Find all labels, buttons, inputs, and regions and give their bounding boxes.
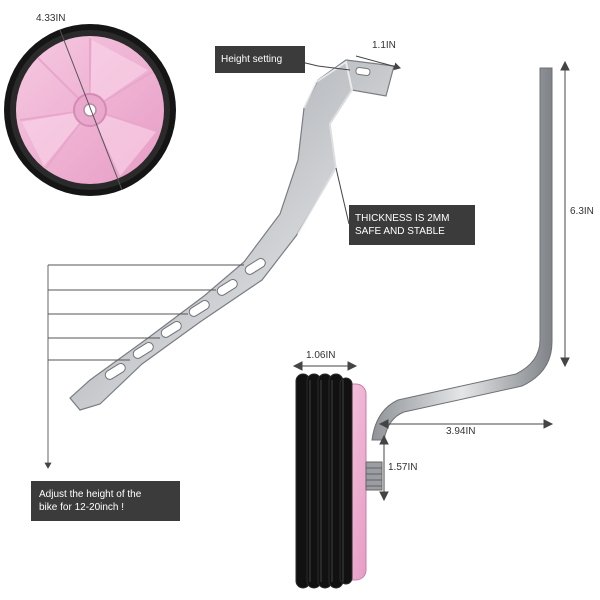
arm-length-dimension (378, 419, 554, 429)
thickness-line2: SAFE AND STABLE (355, 226, 445, 237)
pink-wheel-sideview (4, 24, 176, 196)
thickness-leader (335, 167, 350, 225)
wheel-width-dimension (292, 361, 358, 371)
height-setting-label: Height setting (215, 46, 305, 73)
rod-bracket (371, 67, 553, 441)
thickness-line1: THICKNESS IS 2MM (355, 213, 450, 224)
rod-height-dimension (560, 60, 570, 368)
black-wheel-frontview (295, 373, 383, 589)
adjust-line2: bike for 12-20inch ! (39, 502, 125, 513)
adjust-line1: Adjust the height of the (39, 489, 142, 500)
axle-length-label: 1.57IN (388, 462, 418, 473)
wheel-diameter-label: 4.33IN (36, 13, 66, 24)
axle-length-dimension (379, 434, 389, 502)
arm-length-label: 3.94IN (446, 426, 476, 437)
bracket-width-dimension (355, 55, 401, 71)
rod-height-label: 6.3IN (570, 206, 594, 217)
thickness-info-box: THICKNESS IS 2MM SAFE AND STABLE (349, 205, 475, 245)
bracket-width-label: 1.1IN (372, 40, 396, 51)
height-levels (44, 264, 244, 469)
height-setting-text: Height setting (221, 54, 283, 65)
adjust-height-info-box: Adjust the height of the bike for 12-20i… (31, 481, 180, 521)
wheel-width-label: 1.06IN (306, 350, 336, 361)
